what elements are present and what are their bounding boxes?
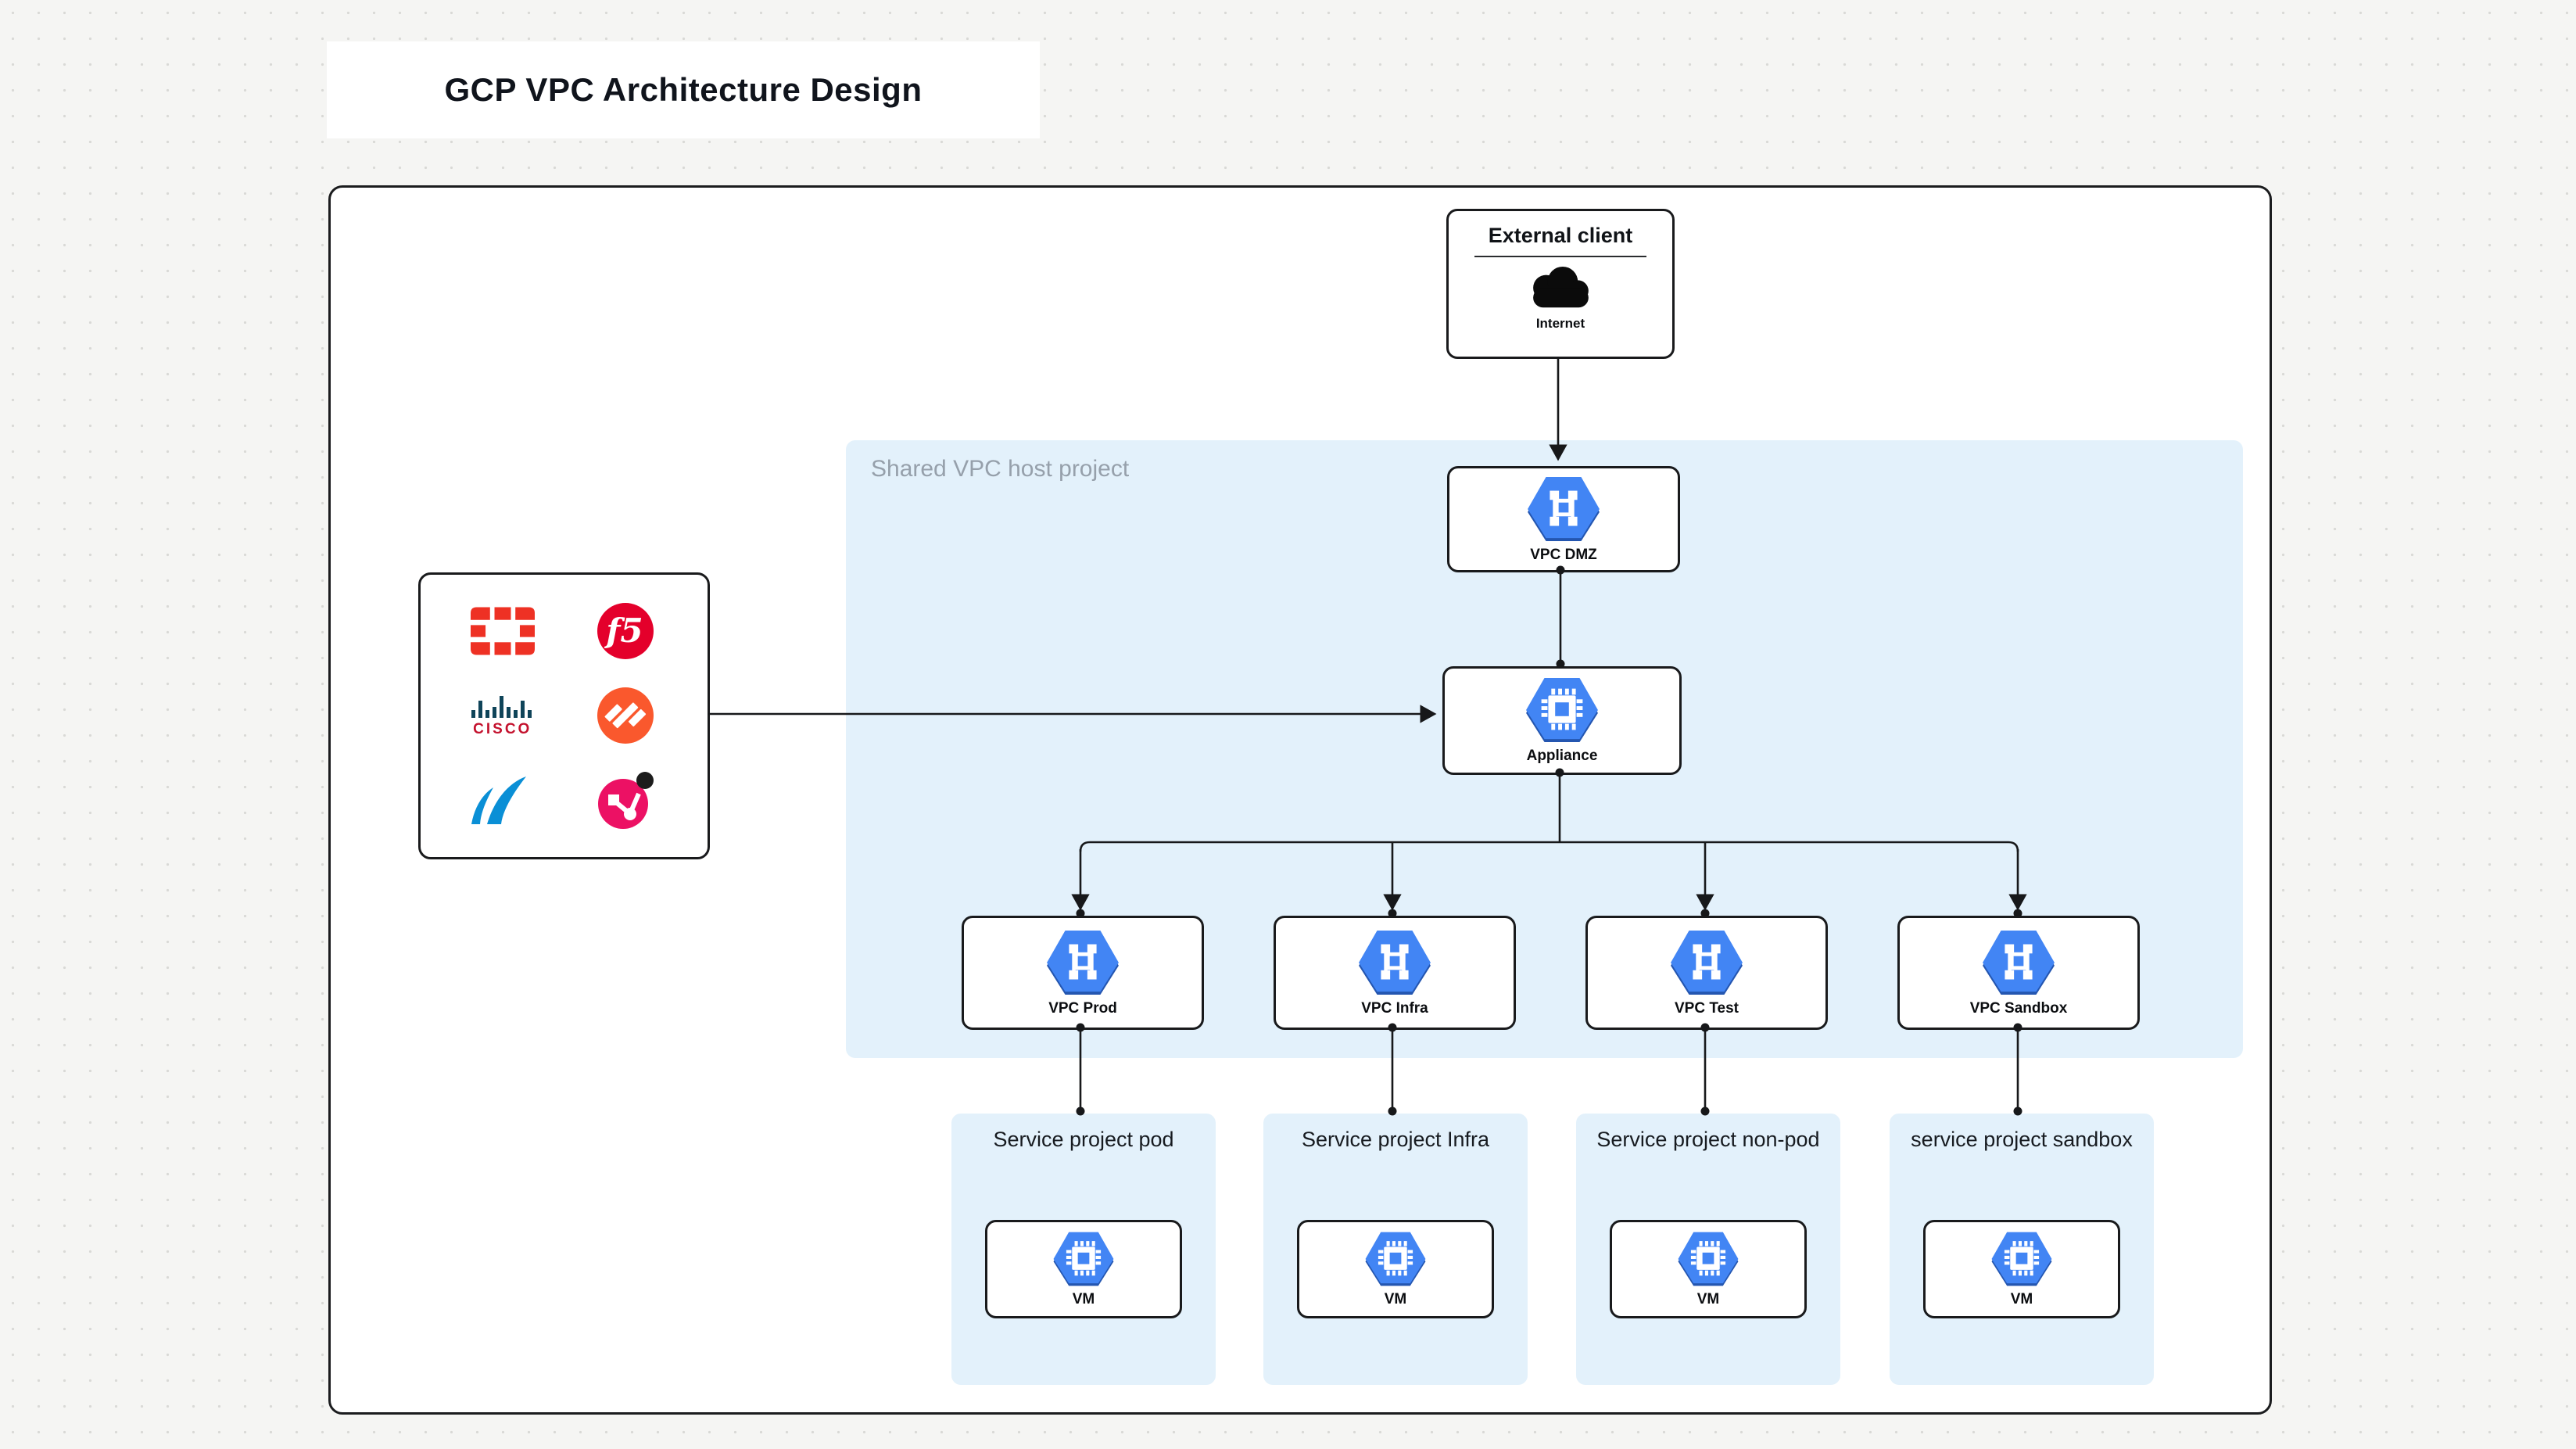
magenta-network-vendor-logo (595, 770, 656, 831)
external-client-divider (1474, 256, 1646, 257)
internet-label: Internet (1535, 316, 1585, 331)
vpc-prod-label: VPC Prod (1048, 999, 1117, 1017)
appliance-node[interactable]: Appliance (1442, 666, 1682, 775)
gcp-vpc-icon (1668, 929, 1745, 996)
page-title: GCP VPC Architecture Design (444, 71, 923, 108)
service-project-pod-panel[interactable]: Service project pod VM (951, 1114, 1216, 1385)
architecture-container[interactable]: Shared VPC host project External client … (328, 185, 2272, 1415)
service-project-infra-title: Service project Infra (1301, 1128, 1490, 1151)
gcp-compute-engine-icon (1052, 1231, 1116, 1287)
vpc-infra-label: VPC Infra (1361, 999, 1428, 1017)
shared-vpc-host-project-label: Shared VPC host project (871, 456, 1130, 482)
appliance-label: Appliance (1526, 748, 1598, 764)
f5-monogram: f5 (604, 612, 643, 650)
service-project-infra-panel[interactable]: Service project Infra VM (1263, 1114, 1528, 1385)
vm-label: VM (1072, 1290, 1095, 1307)
fortinet-icon (470, 607, 535, 655)
vm-node[interactable]: VM (985, 1220, 1182, 1318)
vpc-test-label: VPC Test (1674, 999, 1739, 1017)
barracuda-logo (470, 776, 536, 826)
vm-node[interactable]: VM (1297, 1220, 1494, 1318)
barracuda-icon (471, 776, 526, 824)
cisco-logo: CISCO (465, 693, 540, 738)
gcp-compute-engine-icon (1990, 1231, 2054, 1287)
external-client-title: External client (1488, 224, 1633, 247)
external-client-node[interactable]: External client Internet (1446, 209, 1675, 359)
vm-label: VM (2010, 1290, 2033, 1307)
title-card[interactable]: GCP VPC Architecture Design (327, 41, 1040, 138)
vpc-prod-node[interactable]: VPC Prod (962, 916, 1204, 1030)
gcp-vpc-icon (1525, 475, 1602, 543)
magenta-vendor-icon (598, 771, 654, 829)
vpc-dmz-label: VPC DMZ (1530, 546, 1597, 563)
gcp-compute-engine-icon (1363, 1231, 1428, 1287)
vpc-sandbox-node[interactable]: VPC Sandbox (1897, 916, 2140, 1030)
fortinet-logo (470, 607, 535, 655)
gcp-vpc-icon (1044, 929, 1121, 996)
vm-node[interactable]: VM (1610, 1220, 1807, 1318)
service-project-non-pod-panel[interactable]: Service project non-pod VM (1576, 1114, 1840, 1385)
gcp-vpc-icon (1356, 929, 1433, 996)
gcp-compute-engine-icon (1676, 1231, 1740, 1287)
vendor-logos-panel[interactable]: f5 CISCO (418, 572, 710, 859)
vm-node[interactable]: VM (1923, 1220, 2120, 1318)
palo-alto-networks-logo (597, 687, 654, 744)
internet-cloud-icon (1521, 265, 1600, 314)
cisco-wordmark: CISCO (473, 721, 532, 738)
palo-alto-icon (597, 687, 654, 744)
service-project-non-pod-title: Service project non-pod (1596, 1128, 1820, 1151)
service-project-pod-title: Service project pod (993, 1128, 1174, 1151)
f5-logo: f5 (597, 603, 654, 660)
vpc-sandbox-label: VPC Sandbox (1969, 999, 2068, 1017)
vpc-test-node[interactable]: VPC Test (1585, 916, 1828, 1030)
vm-label: VM (1696, 1290, 1720, 1307)
service-project-sandbox-title: service project sandbox (1911, 1128, 2133, 1151)
service-project-sandbox-panel[interactable]: service project sandbox VM (1890, 1114, 2154, 1385)
vpc-infra-node[interactable]: VPC Infra (1274, 916, 1516, 1030)
gcp-compute-engine-icon (1524, 676, 1600, 744)
f5-icon: f5 (597, 603, 654, 660)
vm-label: VM (1384, 1290, 1407, 1307)
vpc-dmz-node[interactable]: VPC DMZ (1447, 466, 1680, 572)
gcp-vpc-icon (1980, 929, 2057, 996)
cisco-bars-icon (471, 696, 532, 719)
